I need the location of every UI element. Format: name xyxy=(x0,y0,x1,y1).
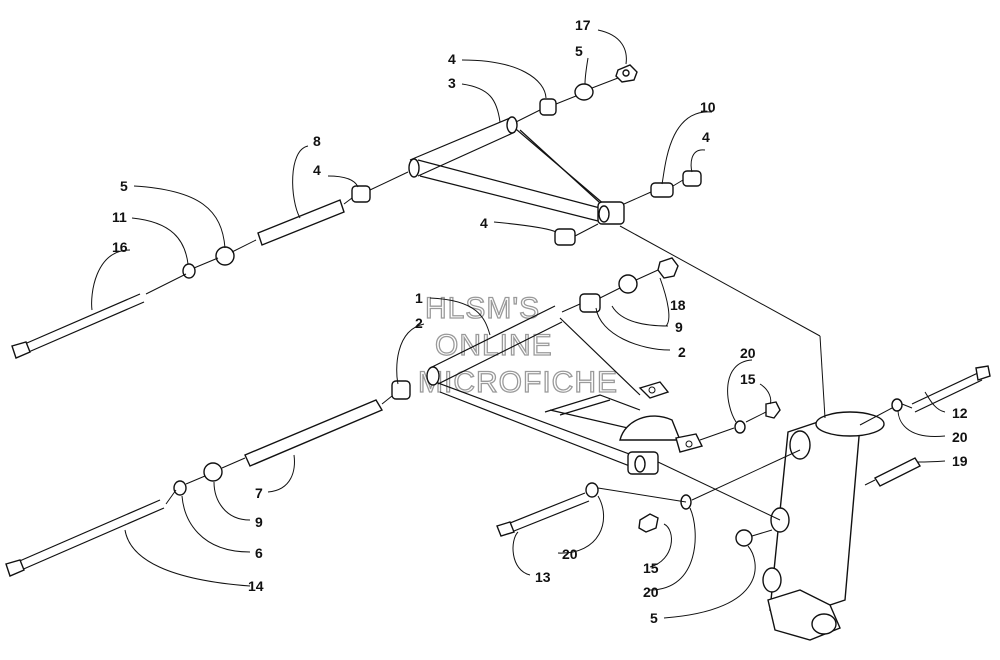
watermark-line-3: MICROFICHE xyxy=(418,366,618,399)
flanged-washer-5a xyxy=(574,83,594,101)
sleeve-7 xyxy=(244,399,384,467)
callout-4: 4 xyxy=(480,215,488,231)
callout-11: 11 xyxy=(112,209,127,225)
bolt-12-head xyxy=(975,365,991,381)
callout-12: 12 xyxy=(952,405,968,421)
bushing-4b xyxy=(682,170,702,187)
flanged-washer-5c xyxy=(735,529,753,547)
callout-20: 20 xyxy=(643,584,659,600)
bushing-4d xyxy=(554,228,576,246)
washer-11 xyxy=(182,263,196,279)
bolt-14-head xyxy=(5,559,25,577)
flanged-washer-9b xyxy=(203,462,223,482)
nut-15b xyxy=(638,513,659,533)
assembly-lines xyxy=(145,77,913,537)
bushing-4c xyxy=(351,185,371,203)
callout-6: 6 xyxy=(255,545,263,561)
callout-15: 15 xyxy=(643,560,659,576)
watermark-line-1: HLSM'S xyxy=(425,292,540,325)
nut-15a xyxy=(765,401,781,419)
callout-4: 4 xyxy=(313,162,321,178)
callout-5: 5 xyxy=(650,610,658,626)
callout-18: 18 xyxy=(670,297,686,313)
callout-20: 20 xyxy=(952,429,968,445)
callout-19: 19 xyxy=(952,453,968,469)
callout-14: 14 xyxy=(248,578,264,594)
watermark-line-2: ONLINE xyxy=(435,329,553,362)
callout-16: 16 xyxy=(112,239,128,255)
callout-leaders xyxy=(91,29,946,619)
callout-3: 3 xyxy=(448,75,456,91)
callout-8: 8 xyxy=(313,133,321,149)
callout-20: 20 xyxy=(562,546,578,562)
upper-arm-hardware xyxy=(11,64,702,359)
pin-19 xyxy=(873,457,922,487)
nut-18 xyxy=(657,257,679,279)
washer-6 xyxy=(173,480,187,496)
callout-4: 4 xyxy=(702,129,710,145)
bolt-13-head xyxy=(496,521,515,537)
callout-2: 2 xyxy=(415,315,423,331)
flanged-washer-9a xyxy=(618,274,638,294)
callout-labels: 17 5 4 3 10 4 8 4 5 11 16 4 18 1 9 2 2 2… xyxy=(112,17,968,626)
flanged-washer-5b xyxy=(215,246,235,266)
bushing-2a xyxy=(579,293,601,313)
callout-9: 9 xyxy=(675,319,683,335)
washer-20c xyxy=(585,482,599,498)
callout-9: 9 xyxy=(255,514,263,530)
callout-15: 15 xyxy=(740,371,756,387)
callout-13: 13 xyxy=(535,569,551,585)
callout-10: 10 xyxy=(700,99,716,115)
callout-5: 5 xyxy=(120,178,128,194)
callout-5: 5 xyxy=(575,43,583,59)
bushing-4a xyxy=(539,98,557,116)
callout-4: 4 xyxy=(448,51,456,67)
upper-a-arm xyxy=(408,116,625,225)
bushing-2b xyxy=(391,380,411,400)
lower-a-arm xyxy=(426,305,704,475)
sleeve-8 xyxy=(257,199,345,246)
callout-20: 20 xyxy=(740,345,756,361)
washer-20a xyxy=(734,420,746,434)
callout-7: 7 xyxy=(255,485,263,501)
callout-2: 2 xyxy=(678,344,686,360)
bolt-16-head xyxy=(11,341,31,359)
callout-1: 1 xyxy=(415,290,423,306)
spacer-10 xyxy=(650,182,674,198)
callout-17: 17 xyxy=(575,17,591,33)
watermark: HLSM'S ONLINE MICROFICHE xyxy=(417,291,618,399)
washer-20b xyxy=(891,398,903,412)
spindle xyxy=(762,365,991,641)
